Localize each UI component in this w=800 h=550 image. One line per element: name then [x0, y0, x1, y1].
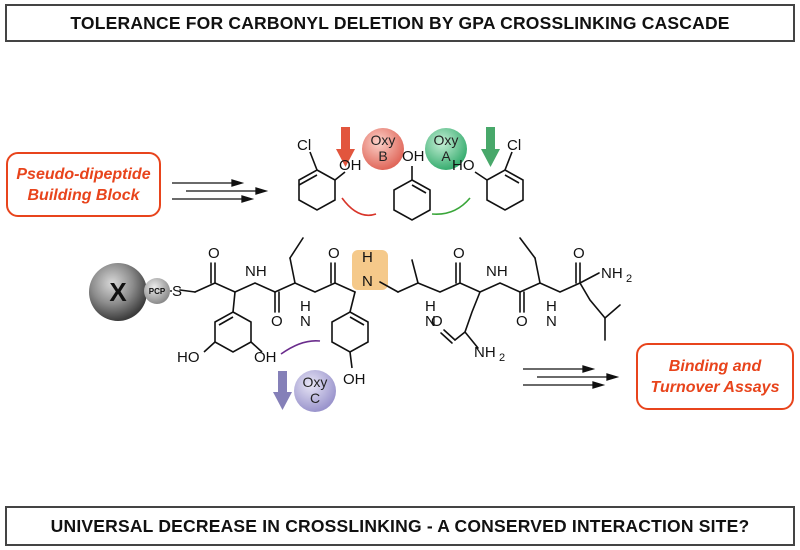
label-nh2-leu-sub: 2	[626, 273, 632, 285]
oxy-c-line2: C	[310, 390, 320, 406]
label-o-5: O	[516, 313, 528, 330]
label-nh-4: NH	[486, 263, 508, 280]
crosslink-oxy-b	[341, 197, 377, 217]
label-h-2: H	[300, 298, 311, 315]
footer-banner: UNIVERSAL DECREASE IN CROSSLINKING - A C…	[5, 506, 795, 546]
oxy-c-arrow	[273, 371, 292, 410]
oxy-a-line1: Oxy	[434, 132, 459, 148]
domain-x-label: X	[109, 277, 127, 307]
footer-text: UNIVERSAL DECREASE IN CROSSLINKING - A C…	[50, 516, 750, 536]
oxy-b-enzyme: Oxy B	[362, 128, 404, 170]
pcp-label: PCP	[149, 287, 166, 296]
peptide-bonds	[179, 237, 621, 349]
label-n-3: N	[425, 313, 436, 330]
oxy-b-line2: B	[378, 148, 387, 164]
label-n-amine: N	[362, 273, 373, 290]
label-h-amine: H	[362, 249, 373, 266]
label-ho-ring3: HO	[452, 157, 475, 174]
oxy-a-enzyme: Oxy A	[425, 128, 467, 170]
amine-highlight	[352, 250, 388, 290]
oxy-b-line1: Oxy	[371, 132, 396, 148]
oxy-c-line1: Oxy	[303, 374, 328, 390]
callout-left-line1: Pseudo-dipeptide	[16, 165, 151, 183]
label-oh-ring1: OH	[339, 157, 362, 174]
crosslink-oxy-c	[280, 339, 321, 355]
label-o-3: O	[328, 245, 340, 262]
label-o-4: O	[453, 245, 465, 262]
label-nh-1: NH	[245, 263, 267, 280]
label-n-5: N	[546, 313, 557, 330]
pseudo-dipeptide-callout: Pseudo-dipeptide Building Block	[6, 152, 161, 217]
label-h-5: H	[546, 298, 557, 315]
oxy-c-enzyme: Oxy C	[294, 370, 336, 412]
label-n-2: N	[300, 313, 311, 330]
label-nh2-asn: NH	[474, 344, 496, 361]
callout-right-line1: Binding and	[668, 357, 762, 375]
carrier-domain: X PCP	[89, 263, 172, 321]
label-oh-ring4: OH	[343, 371, 366, 388]
label-cl-right: Cl	[507, 137, 521, 154]
label-o-2: O	[271, 313, 283, 330]
assays-callout: Binding and Turnover Assays	[636, 343, 794, 410]
label-h-3: H	[425, 298, 436, 315]
title-banner: TOLERANCE FOR CARBONYL DELETION BY GPA C…	[5, 4, 795, 42]
label-o-7: O	[431, 313, 443, 330]
oxy-a-line2: A	[441, 148, 451, 164]
callout-left-line2: Building Block	[27, 186, 140, 204]
assay-arrows	[523, 365, 620, 389]
crosslink-oxy-a	[431, 197, 471, 215]
title-text: TOLERANCE FOR CARBONYL DELETION BY GPA C…	[70, 13, 730, 33]
label-o-6: O	[573, 245, 585, 262]
label-cl-left: Cl	[297, 137, 311, 154]
callout-right-line2: Turnover Assays	[650, 378, 780, 396]
oxy-b-arrow	[336, 127, 355, 167]
label-ho-ring5: HO	[177, 349, 200, 366]
label-nh2-asn-sub: 2	[499, 352, 505, 364]
oxy-a-arrow	[481, 127, 500, 167]
synthesis-arrows	[172, 179, 269, 203]
label-s: S	[172, 283, 182, 300]
label-o-1: O	[208, 245, 220, 262]
label-nh2-leu: NH	[601, 265, 623, 282]
aromatic-rings	[203, 151, 524, 369]
label-oh-ring5: OH	[254, 349, 277, 366]
label-oh-ring2: OH	[402, 148, 425, 165]
